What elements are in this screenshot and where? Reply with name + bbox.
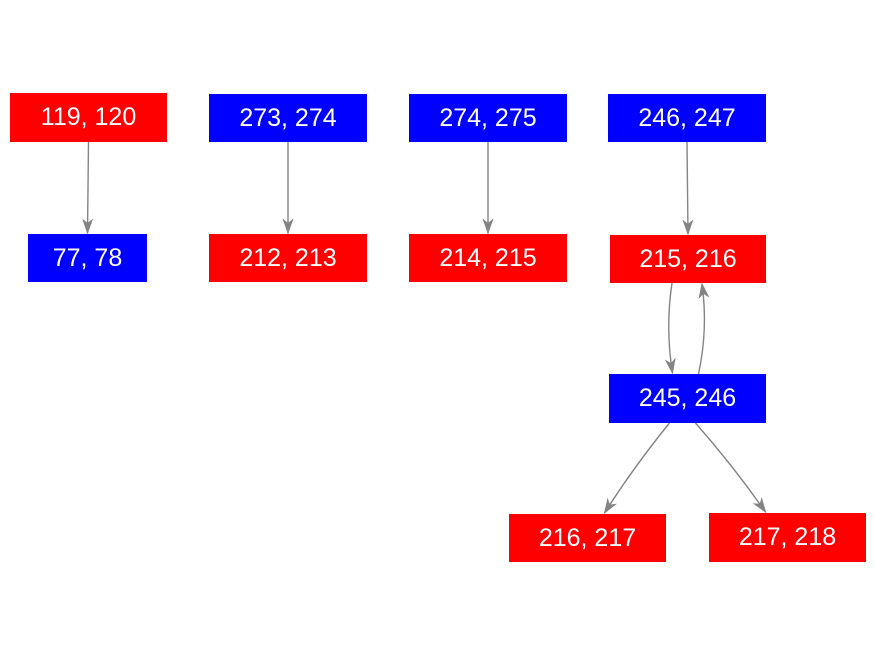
node-77-78[interactable]: 77, 78 (28, 234, 147, 282)
node-217-218[interactable]: 217, 218 (709, 513, 866, 562)
node-274-275[interactable]: 274, 275 (409, 94, 567, 142)
node-215-216[interactable]: 215, 216 (610, 235, 766, 283)
edge-arrow (694, 422, 767, 514)
edge-arrow (682, 141, 694, 236)
node-245-246[interactable]: 245, 246 (609, 374, 766, 423)
edge-arrow (82, 141, 94, 235)
node-119-120[interactable]: 119, 120 (10, 93, 167, 142)
edge-arrow (697, 282, 710, 375)
node-216-217[interactable]: 216, 217 (509, 514, 666, 562)
node-214-215[interactable]: 214, 215 (409, 234, 567, 282)
node-246-247[interactable]: 246, 247 (608, 94, 766, 142)
edge-arrow (664, 282, 676, 375)
node-212-213[interactable]: 212, 213 (209, 234, 367, 282)
edge-arrow (603, 422, 671, 515)
node-273-274[interactable]: 273, 274 (209, 94, 367, 142)
